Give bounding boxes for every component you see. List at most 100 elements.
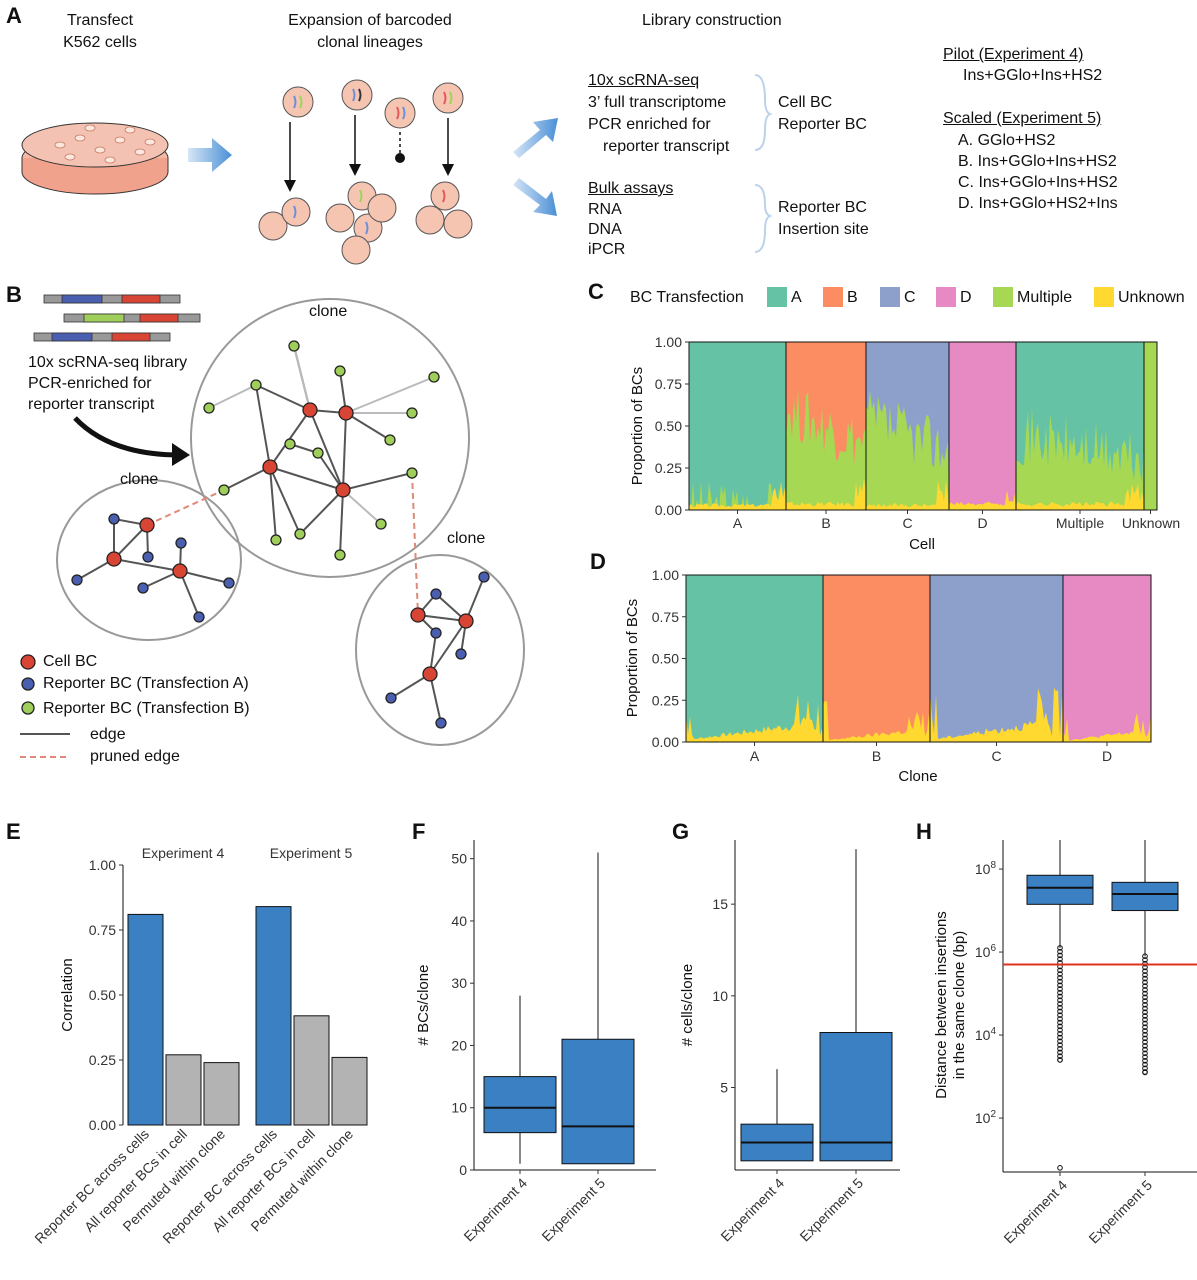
- h-outlier: [1142, 983, 1148, 989]
- legend-label-unknown: Unknown: [1118, 289, 1185, 306]
- c-x-tick-label: B: [821, 515, 830, 531]
- bulk-line-2: DNA: [588, 221, 622, 238]
- d-group-bg-b: [823, 575, 930, 742]
- legend-label-c: C: [904, 289, 916, 306]
- h-outlier: [1057, 982, 1063, 989]
- h-outlier: [1142, 1069, 1148, 1076]
- panel-f-letter: F: [412, 819, 426, 844]
- lib-line-2: PCR-enriched for: [28, 375, 152, 392]
- d-x-tick-label: A: [750, 748, 760, 764]
- c-x-tick-label: C: [902, 515, 912, 531]
- c-multiple-area-b: [786, 387, 866, 510]
- f-x-tick-label: Experiment 4: [460, 1175, 530, 1245]
- h-outlier: [1142, 987, 1148, 993]
- h-x-tick-label: Experiment 4: [1000, 1177, 1070, 1247]
- e-y-tick-label: 0.25: [89, 1052, 116, 1068]
- step1-line2: K562 cells: [63, 34, 137, 51]
- h-outlier: [1057, 1008, 1063, 1015]
- panel-d-letter: D: [590, 549, 606, 574]
- legend-rep-b: Reporter BC (Transfection B): [43, 700, 250, 717]
- legend-symbols: [20, 654, 36, 715]
- h-outlier: [1142, 1005, 1148, 1012]
- h-y-title-1: Distance between insertions: [933, 911, 950, 1099]
- step3-title: Library construction: [642, 12, 782, 29]
- h-box: [1026, 874, 1094, 905]
- d-x-title: Clone: [898, 768, 937, 785]
- legend-swatch-b: [823, 287, 843, 307]
- c-legend-title: BC Transfection: [630, 289, 744, 306]
- e-bar: [203, 1062, 240, 1126]
- d-y-title: Proportion of BCs: [624, 599, 641, 717]
- lineage-arrows: [284, 115, 454, 192]
- h-outlier: [1057, 1165, 1063, 1171]
- bulk-out-1: Reporter BC: [778, 199, 867, 216]
- h-outlier: [1057, 1016, 1063, 1022]
- c-unknown-area-d: [949, 490, 1016, 510]
- h-outlier: [1142, 1016, 1148, 1023]
- h-outlier: [1057, 1038, 1063, 1045]
- clone-circle: [56, 479, 242, 641]
- c-multiple-area-multiple: [1016, 408, 1144, 510]
- h-outlier: [1057, 952, 1063, 959]
- h-outlier: [1142, 975, 1148, 982]
- h-outlier: [1057, 1045, 1063, 1052]
- c-x-tick-label: Unknown: [1122, 515, 1180, 531]
- h-outlier: [1142, 1061, 1148, 1068]
- curved-arrow-icon: [73, 416, 181, 458]
- d-y-tick-label: 1.00: [652, 567, 679, 583]
- f-y-tick-label: 40: [451, 913, 467, 929]
- c-unknown-area-b: [786, 478, 866, 510]
- h-outlier: [1142, 1028, 1148, 1034]
- h-outlier: [1142, 1043, 1148, 1049]
- legend-pruned-edge: pruned edge: [90, 748, 180, 765]
- c-x-title: Cell: [909, 536, 935, 553]
- legend-label-multiple: Multiple: [1017, 289, 1073, 306]
- d-unknown-area-d: [1063, 713, 1151, 742]
- lineage-cells: [258, 79, 473, 265]
- sc-title: 10x scRNA-seq: [588, 72, 700, 89]
- d-y-tick-label: 0.25: [652, 692, 679, 708]
- h-outlier: [1057, 989, 1063, 996]
- pilot-line-1: Ins+GGlo+Ins+HS2: [963, 67, 1103, 84]
- d-y-tick-label: 0.75: [652, 609, 679, 625]
- e-y-tick-label: 0.50: [89, 987, 116, 1003]
- h-x-tick-label: Experiment 5: [1085, 1177, 1155, 1247]
- step1-line1: Transfect: [66, 12, 134, 29]
- h-y-tick-label: 102: [975, 1109, 997, 1126]
- sc-line-3: reporter transcript: [603, 138, 730, 155]
- network-nodes-right: [385, 571, 490, 729]
- h-outlier: [1142, 1024, 1148, 1030]
- network-nodes-left: [71, 513, 235, 623]
- e-facet-label: Experiment 4: [142, 845, 225, 861]
- h-box: [1111, 881, 1179, 912]
- c-x-tick-label: D: [977, 515, 987, 531]
- c-unknown-area-a: [689, 481, 786, 510]
- d-unknown-area-b: [823, 701, 930, 742]
- right-arrow-icon: [188, 138, 232, 172]
- pruned-edges: [146, 472, 419, 616]
- dead-cell-icon: [395, 153, 405, 163]
- c-group-bg-d: [949, 342, 1016, 510]
- sc-line-1: 3’ full transcriptome: [588, 94, 727, 111]
- arrow-down-icon: [513, 178, 557, 216]
- bracket-icon: [754, 74, 773, 151]
- legend-swatch-multiple: [993, 287, 1013, 307]
- d-group-bg-a: [686, 575, 823, 742]
- h-outlier: [1142, 990, 1148, 997]
- c-y-tick-label: 0.50: [655, 418, 682, 434]
- h-outlier: [1057, 967, 1063, 974]
- d-group-bg-d: [1063, 575, 1151, 742]
- h-outlier: [1142, 998, 1148, 1004]
- e-bar: [255, 906, 292, 1126]
- h-outlier: [1057, 948, 1063, 955]
- h-outlier: [1057, 1019, 1063, 1026]
- h-outlier: [1142, 972, 1148, 978]
- clone-circle: [355, 554, 525, 746]
- c-unknown-area-c: [866, 480, 949, 510]
- h-outlier: [1057, 1023, 1063, 1030]
- e-bar: [165, 1054, 202, 1126]
- h-outlier: [1057, 997, 1063, 1003]
- h-outlier: [1057, 1049, 1063, 1056]
- e-y-tick-label: 0.75: [89, 922, 116, 938]
